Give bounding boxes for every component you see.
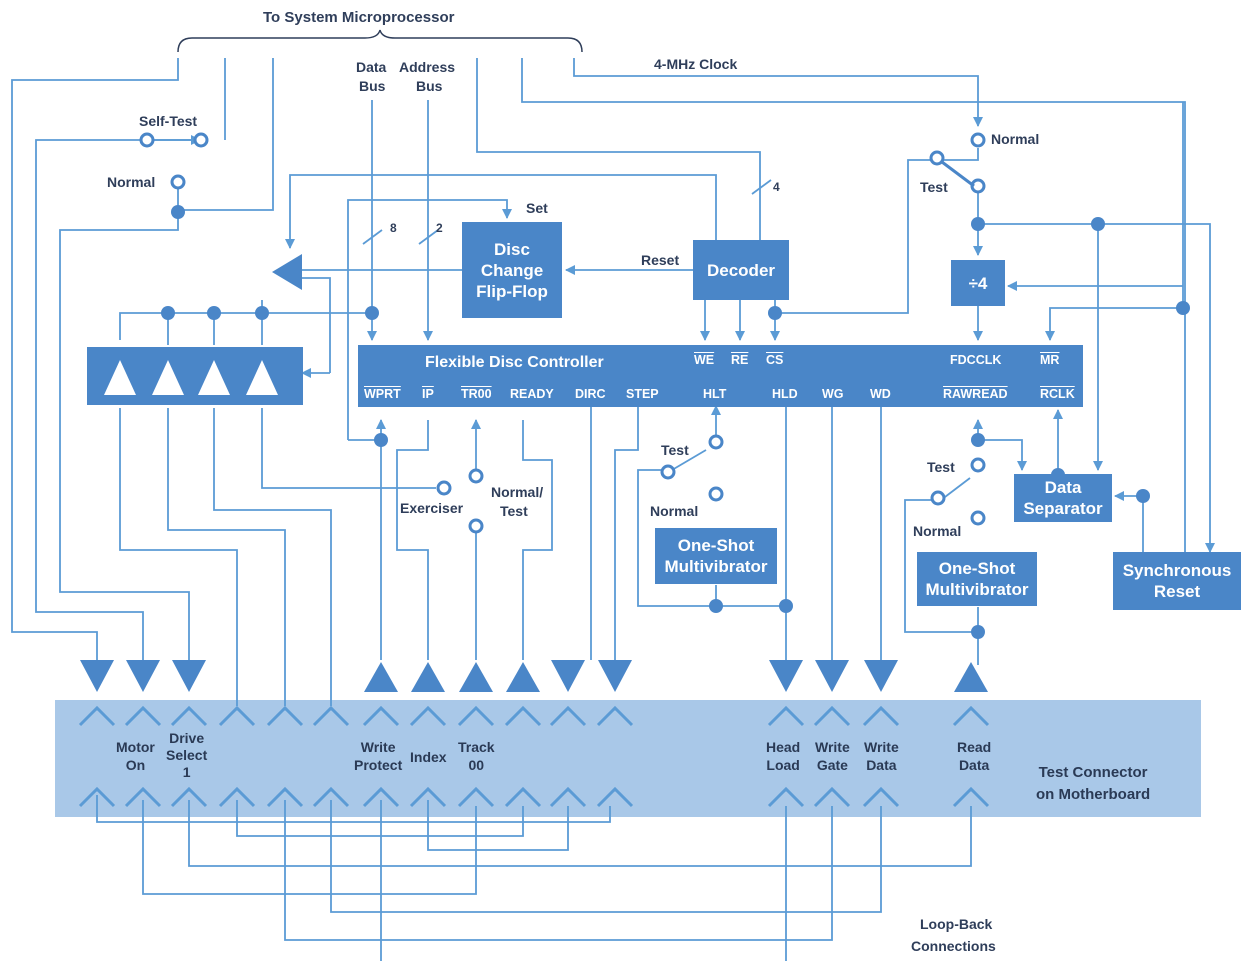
exerciser-label: Exerciser (400, 500, 464, 516)
pin-wg: WG (822, 387, 844, 401)
pin-fdcclk: FDCCLK (950, 353, 1002, 367)
connector-write-protect: Write Protect (354, 738, 402, 774)
write-protect-line-2: Protect (354, 757, 403, 773)
switch-contacts (139, 132, 986, 534)
read-data-line-2: Data (958, 757, 990, 773)
divider-label: ÷4 (968, 273, 988, 293)
one-shot-multivibrator-2: One-Shot Multivibrator (917, 552, 1037, 606)
data-bus-label-1: Data (356, 59, 387, 75)
test-label-rawread: Test (927, 459, 955, 475)
drive-select-line-2: Select (166, 747, 208, 763)
motor-on-line-2: On (125, 757, 146, 773)
flip-flop-line-2: Change (480, 260, 544, 280)
self-test-label: Self-Test (139, 113, 198, 129)
normal-label-selftest: Normal (107, 174, 156, 190)
write-data-line-1: Write (864, 739, 899, 755)
pin-re: RE (731, 353, 749, 367)
write-gate-line-2: Gate (816, 757, 848, 773)
one-shot-1-line-1: One-Shot (677, 536, 755, 555)
connector-buffers (80, 660, 988, 692)
tristate-buffer (272, 254, 302, 290)
test-label-hlt: Test (661, 442, 689, 458)
clock-label: 4-MHz Clock (654, 56, 738, 72)
write-gate-line-1: Write (815, 739, 850, 755)
pin-hlt: HLT (703, 387, 727, 401)
pin-tr00: TR00 (461, 387, 492, 401)
connector-title-line-1: Test Connector (1038, 764, 1148, 781)
bus-brace (177, 29, 583, 53)
pin-rawread: RAWREAD (943, 387, 1008, 401)
system-microprocessor-label: To System Microprocessor (263, 9, 455, 26)
data-separator-line-1: Data (1044, 478, 1082, 497)
pin-mr: MR (1040, 353, 1060, 367)
pin-we: WE (694, 353, 715, 367)
data-separator-line-2: Separator (1023, 499, 1103, 518)
pin-hld: HLD (772, 387, 798, 401)
connector-write-data: Write Data (864, 738, 899, 774)
connector-title: Test Connector on Motherboard (1036, 762, 1150, 806)
one-shot-2-line-1: One-Shot (938, 559, 1016, 578)
sync-reset-line-2: Reset (1153, 582, 1201, 601)
pin-ip: IP (422, 387, 434, 401)
disc-change-flip-flop: Disc Change Flip-Flop (462, 222, 562, 318)
loop-back-label-1: Loop-Back (920, 916, 993, 932)
connector-drive-select: Drive Select 1 (166, 730, 207, 781)
one-shot-multivibrator-1: One-Shot Multivibrator (655, 528, 777, 584)
reset-label: Reset (641, 252, 680, 268)
data-bus-label-2: Bus (359, 78, 386, 94)
drive-select-line-1: Drive (169, 730, 205, 746)
connector-index: Index (410, 749, 447, 765)
pin-dirc: DIRC (575, 387, 606, 401)
normal-test-label-1: Normal/ (491, 484, 544, 500)
controller-title: Flexible Disc Controller (425, 354, 604, 371)
pin-wprt: WPRT (364, 387, 401, 401)
bus-width-address: 2 (436, 221, 443, 235)
normal-test-label-2: Test (500, 503, 528, 519)
divide-by-4: ÷4 (951, 260, 1005, 306)
connector-track-00: Track 00 (458, 738, 495, 774)
connector-contacts (78, 705, 990, 808)
pin-wd: WD (870, 387, 891, 401)
drive-select-line-3: 1 (182, 764, 191, 780)
data-separator: Data Separator (1014, 474, 1112, 522)
normal-label-hlt: Normal (650, 503, 699, 519)
connector-head-load: Head Load (766, 738, 800, 774)
junction-dots (161, 205, 1190, 639)
motor-on-line-1: Motor (116, 739, 155, 755)
one-shot-1-line-2: Multivibrator (664, 557, 768, 576)
normal-label-clock: Normal (991, 131, 1040, 147)
bus-width-decoder: 4 (773, 180, 780, 194)
track-00-line-2: 00 (468, 757, 485, 773)
pin-step: STEP (626, 387, 659, 401)
head-load-line-1: Head (766, 739, 801, 755)
set-label: Set (526, 200, 548, 216)
write-data-line-2: Data (866, 757, 897, 773)
connector-read-data: Read Data (957, 738, 991, 774)
address-bus-label-1: Address (399, 59, 456, 75)
flip-flop-line-1: Disc (494, 239, 530, 259)
pin-ready: READY (510, 387, 554, 401)
head-load-line-2: Load (766, 757, 800, 773)
connector-write-gate: Write Gate (815, 738, 850, 774)
pin-cs: CS (766, 353, 784, 367)
loop-back-label-2: Connections (911, 938, 996, 954)
normal-label-rawread: Normal (913, 523, 962, 539)
bus-width-data: 8 (390, 221, 397, 235)
connector-motor-on: Motor On (116, 738, 155, 774)
flexible-disc-controller (358, 345, 1083, 407)
test-label-clock: Test (920, 179, 948, 195)
decoder: Decoder (693, 240, 789, 300)
read-data-line-1: Read (957, 739, 992, 755)
one-shot-2-line-2: Multivibrator (925, 580, 1029, 599)
pin-rclk: RCLK (1040, 387, 1075, 401)
synchronous-reset: Synchronous Reset (1113, 552, 1241, 610)
flip-flop-line-3: Flip-Flop (476, 281, 548, 301)
track-00-line-1: Track (458, 739, 495, 755)
address-bus-label-2: Bus (416, 78, 443, 94)
decoder-label: Decoder (706, 260, 776, 280)
connector-title-line-2: on Motherboard (1036, 786, 1151, 803)
write-protect-line-1: Write (360, 739, 396, 755)
sync-reset-line-1: Synchronous (1122, 561, 1232, 580)
